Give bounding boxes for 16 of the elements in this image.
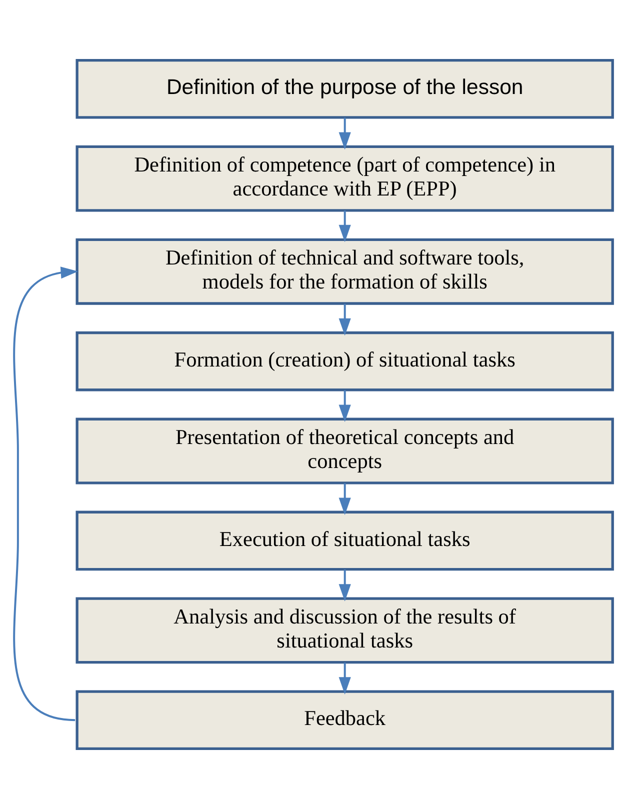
arrow: [338, 303, 351, 336]
arrow: [338, 117, 351, 150]
node-box: Definition of competence (part of competence) in accordance with EP (EPP): [76, 144, 614, 212]
node-box: Formation (creation) of situational tasks: [76, 330, 614, 391]
arrow: [338, 569, 351, 601]
arrow: [338, 390, 351, 422]
arrow: [13, 266, 78, 721]
node-box: Feedback: [76, 690, 614, 750]
node-box: Execution of situational tasks: [76, 510, 614, 570]
node-box: Presentation of theoretical concepts and concepts: [76, 417, 614, 484]
arrow: [338, 662, 351, 694]
node-box: Definition of the purpose of the lesson: [76, 58, 614, 118]
node-box: Definition of technical and software tools, models for the formation of skills: [76, 238, 614, 304]
arrow: [338, 482, 351, 515]
arrow: [338, 210, 351, 242]
node-box: Analysis and discussion of the results of situational tasks: [76, 596, 614, 664]
